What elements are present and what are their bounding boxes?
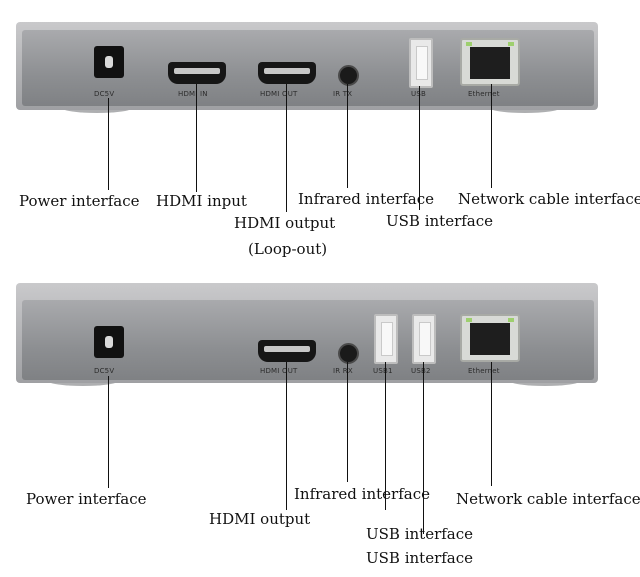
bottom-ethernet-leader xyxy=(491,362,492,486)
bottom-usb2-label: USB2 xyxy=(411,367,431,375)
top-hdmi-input-callout: HDMI input xyxy=(156,192,247,210)
top-hdmi-out-label: HDMI OUT xyxy=(260,90,298,98)
top-usb-label: USB xyxy=(411,90,426,98)
top-power-leader xyxy=(108,98,109,190)
top-dc-label: DC5V xyxy=(94,90,115,98)
bottom-hdmi-out-port xyxy=(258,340,316,362)
bottom-ethernet-label: Ethernet xyxy=(468,367,500,375)
bottom-usb2-callout: USB interface xyxy=(366,549,474,567)
bottom-power-callout: Power interface xyxy=(26,490,147,508)
top-ethernet-label: Ethernet xyxy=(468,90,500,98)
bottom-ethernet-led-left xyxy=(466,318,472,322)
top-usb-callout: USB interface xyxy=(386,212,494,230)
top-ethernet-led-right xyxy=(508,42,514,46)
top-hdmi-in-leader xyxy=(196,84,197,192)
bottom-dc-label: DC5V xyxy=(94,367,115,375)
top-hdmi-out-leader xyxy=(286,84,287,212)
top-ethernet-port xyxy=(460,38,520,86)
bottom-usb1-label: USB1 xyxy=(373,367,393,375)
bottom-ir-label: IR RX xyxy=(333,367,353,375)
bottom-hdmi-out-leader xyxy=(286,362,287,510)
bottom-usb1-callout: USB interface xyxy=(366,525,474,543)
top-infrared-callout: Infrared interface xyxy=(298,190,434,208)
top-hdmi-in-port xyxy=(168,62,226,84)
bottom-ir-leader xyxy=(347,362,348,482)
top-power-callout: Power interface xyxy=(19,192,140,210)
bottom-power-leader xyxy=(108,376,109,488)
bottom-ethernet-port xyxy=(460,314,520,362)
bottom-usb2-port xyxy=(412,314,436,364)
top-hdmi-out-port xyxy=(258,62,316,84)
top-ethernet-led-left xyxy=(466,42,472,46)
top-loop-out-callout: (Loop-out) xyxy=(248,240,328,258)
bottom-hdmi-out-label: HDMI OUT xyxy=(260,367,298,375)
bottom-usb1-port xyxy=(374,314,398,364)
bottom-ir-port xyxy=(338,343,359,364)
top-dc-power-jack xyxy=(94,46,124,78)
bottom-ethernet-led-right xyxy=(508,318,514,322)
bottom-usb1-leader xyxy=(385,362,386,510)
bottom-hdmi-output-callout: HDMI output xyxy=(209,510,311,528)
top-ir-leader xyxy=(347,84,348,188)
top-hdmi-in-label: HDMI IN xyxy=(178,90,208,98)
bottom-usb2-leader xyxy=(423,362,424,534)
bottom-network-callout: Network cable interface xyxy=(456,490,640,508)
top-ir-label: IR TX xyxy=(333,90,353,98)
top-network-callout: Network cable interface xyxy=(458,190,640,208)
top-hdmi-output-callout: HDMI output xyxy=(234,214,336,232)
top-ir-port xyxy=(338,65,359,86)
bottom-infrared-callout: Infrared interface xyxy=(294,485,430,503)
bottom-dc-power-jack xyxy=(94,326,124,358)
top-usb-leader xyxy=(419,86,420,210)
top-usb-port xyxy=(409,38,433,88)
top-ethernet-leader xyxy=(491,84,492,188)
